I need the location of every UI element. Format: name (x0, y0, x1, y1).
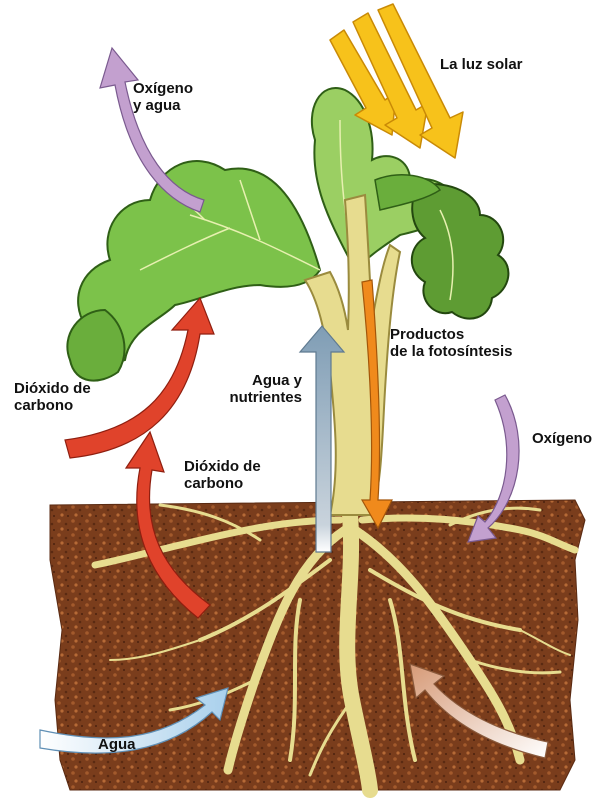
oxygen-water-line1: Oxígeno (133, 80, 193, 97)
label-water-nutrients: Agua y nutrientes (228, 372, 302, 406)
label-water: Agua (98, 736, 136, 753)
oxygen-soil-text: Oxígeno (532, 430, 592, 447)
co2-air-line1: Dióxido de (14, 380, 91, 397)
sunlight-text: La luz solar (440, 56, 523, 73)
label-co2-soil: Dióxido de carbono (184, 458, 261, 492)
label-sunlight: La luz solar (440, 56, 523, 73)
water-nutrients-line1: Agua y (228, 372, 302, 389)
label-oxygen-soil: Oxígeno (532, 430, 592, 447)
products-line2: de la fotosíntesis (390, 343, 513, 360)
label-oxygen-water: Oxígeno y agua (133, 80, 193, 114)
water-text: Agua (98, 736, 136, 753)
co2-soil-line1: Dióxido de (184, 458, 261, 475)
co2-soil-line2: carbono (184, 475, 261, 492)
oxygen-water-line2: y agua (133, 97, 193, 114)
products-line1: Productos (390, 326, 513, 343)
water-nutrients-line2: nutrientes (228, 389, 302, 406)
right-leaf (412, 184, 509, 319)
label-co2-air: Dióxido de carbono (14, 380, 91, 414)
label-photosynthesis-products: Productos de la fotosíntesis (390, 326, 513, 360)
small-leaf-left (67, 310, 124, 381)
co2-air-line2: carbono (14, 397, 91, 414)
